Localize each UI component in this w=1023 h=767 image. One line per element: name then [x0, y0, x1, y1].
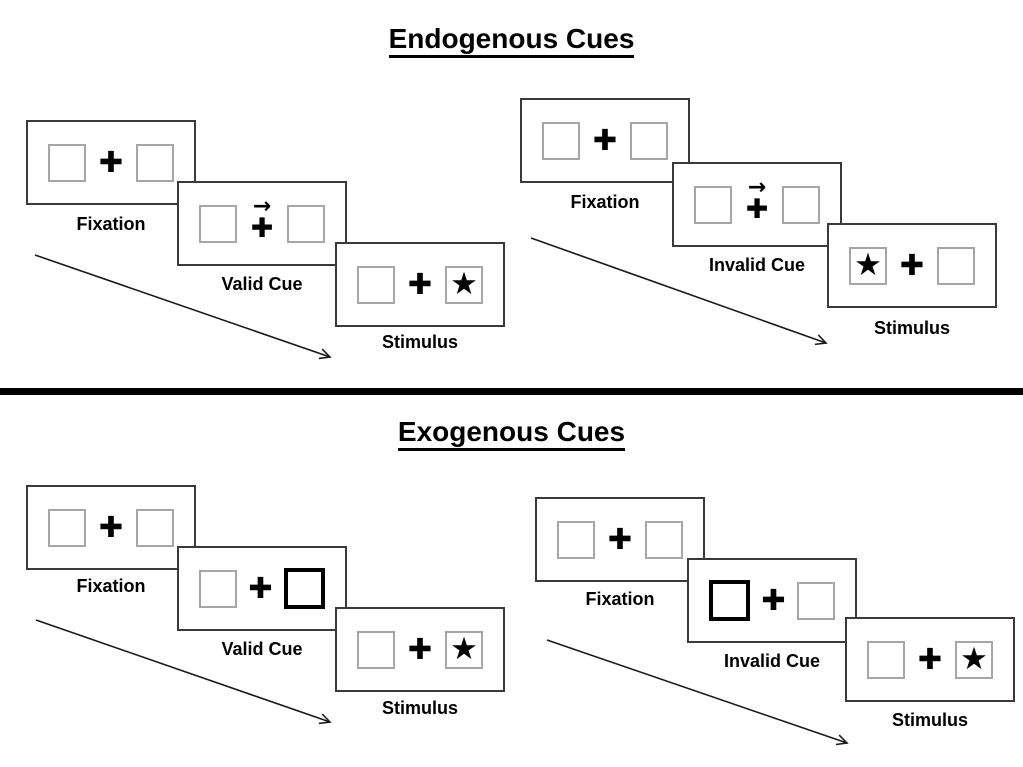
timeline-arrow-endogenous-valid — [34, 254, 332, 360]
fixation-cross-icon: ✚ — [98, 145, 124, 179]
left-placeholder-box — [357, 630, 395, 669]
step-label-valid-cue: Valid Cue — [221, 274, 303, 294]
left-placeholder-box — [199, 204, 237, 243]
fixation-screen: ✚ — [535, 497, 705, 582]
fixation-screen: ✚ — [26, 485, 196, 570]
fixation-screen: ✚ — [26, 120, 196, 205]
stimulus-screen: ✚ ★ — [845, 617, 1015, 702]
section-title-text: Endogenous Cues — [388, 23, 635, 58]
right-target-box: ★ — [445, 265, 483, 304]
cue-screen: → ✚ — [177, 181, 347, 266]
central-cue: → ✚ — [250, 193, 274, 244]
left-highlighted-cue-box — [709, 580, 750, 621]
star-icon: ★ — [450, 266, 478, 302]
left-placeholder-box — [694, 185, 732, 224]
fixation-cross-icon: ✚ — [250, 212, 274, 244]
stimulus-screen: ★ ✚ — [827, 223, 997, 308]
fixation-cross-icon: ✚ — [745, 193, 769, 225]
step-label-stimulus: Stimulus — [873, 318, 950, 338]
left-placeholder-box — [357, 265, 395, 304]
fixation-cross-icon: ✚ — [98, 510, 124, 544]
right-target-box: ★ — [445, 630, 483, 669]
step-label-fixation: Fixation — [570, 192, 640, 212]
cue-screen: ✚ — [687, 558, 857, 643]
timeline-arrow-endogenous-invalid — [530, 237, 828, 346]
fixation-cross-icon: ✚ — [407, 267, 433, 301]
step-label-invalid-cue: Invalid Cue — [708, 255, 806, 275]
star-icon: ★ — [450, 631, 478, 667]
left-placeholder-box — [199, 569, 237, 608]
section-divider — [0, 388, 1023, 395]
right-placeholder-box — [136, 143, 174, 182]
right-placeholder-box — [782, 185, 820, 224]
fixation-cross-icon: ✚ — [899, 248, 925, 282]
fixation-screen: ✚ — [520, 98, 690, 183]
right-placeholder-box — [645, 520, 683, 559]
right-placeholder-box — [937, 246, 975, 285]
star-icon: ★ — [960, 641, 988, 677]
star-icon: ★ — [854, 247, 882, 283]
step-label-valid-cue: Valid Cue — [221, 639, 303, 659]
step-label-fixation: Fixation — [585, 589, 655, 609]
fixation-cross-icon: ✚ — [761, 583, 786, 617]
right-arrow-icon: → — [747, 174, 767, 200]
right-placeholder-box — [136, 508, 174, 547]
left-placeholder-box — [48, 143, 86, 182]
right-highlighted-cue-box — [284, 568, 325, 609]
left-placeholder-box — [557, 520, 595, 559]
right-placeholder-box — [797, 581, 835, 620]
step-label-stimulus: Stimulus — [891, 710, 968, 730]
section-title-endogenous: Endogenous Cues — [0, 23, 1023, 58]
right-placeholder-box — [630, 121, 668, 160]
step-label-fixation: Fixation — [76, 576, 146, 596]
stimulus-screen: ✚ ★ — [335, 242, 505, 327]
step-label-invalid-cue: Invalid Cue — [723, 651, 821, 671]
step-label-stimulus: Stimulus — [381, 698, 458, 718]
section-title-exogenous: Exogenous Cues — [0, 416, 1023, 451]
step-label-stimulus: Stimulus — [381, 332, 458, 352]
section-title-text: Exogenous Cues — [397, 416, 626, 451]
fixation-cross-icon: ✚ — [607, 522, 633, 556]
left-placeholder-box — [867, 640, 905, 679]
right-arrow-icon: → — [252, 193, 272, 219]
fixation-cross-icon: ✚ — [917, 642, 943, 676]
left-target-box: ★ — [849, 246, 887, 285]
stimulus-screen: ✚ ★ — [335, 607, 505, 692]
left-placeholder-box — [48, 508, 86, 547]
fixation-cross-icon: ✚ — [407, 632, 433, 666]
fixation-cross-icon: ✚ — [248, 571, 273, 605]
cue-screen: → ✚ — [672, 162, 842, 247]
right-target-box: ★ — [955, 640, 993, 679]
central-cue: → ✚ — [745, 174, 769, 225]
cue-screen: ✚ — [177, 546, 347, 631]
left-placeholder-box — [542, 121, 580, 160]
fixation-cross-icon: ✚ — [592, 123, 618, 157]
right-placeholder-box — [287, 204, 325, 243]
step-label-fixation: Fixation — [76, 214, 146, 234]
timeline-arrow-exogenous-valid — [35, 619, 332, 725]
